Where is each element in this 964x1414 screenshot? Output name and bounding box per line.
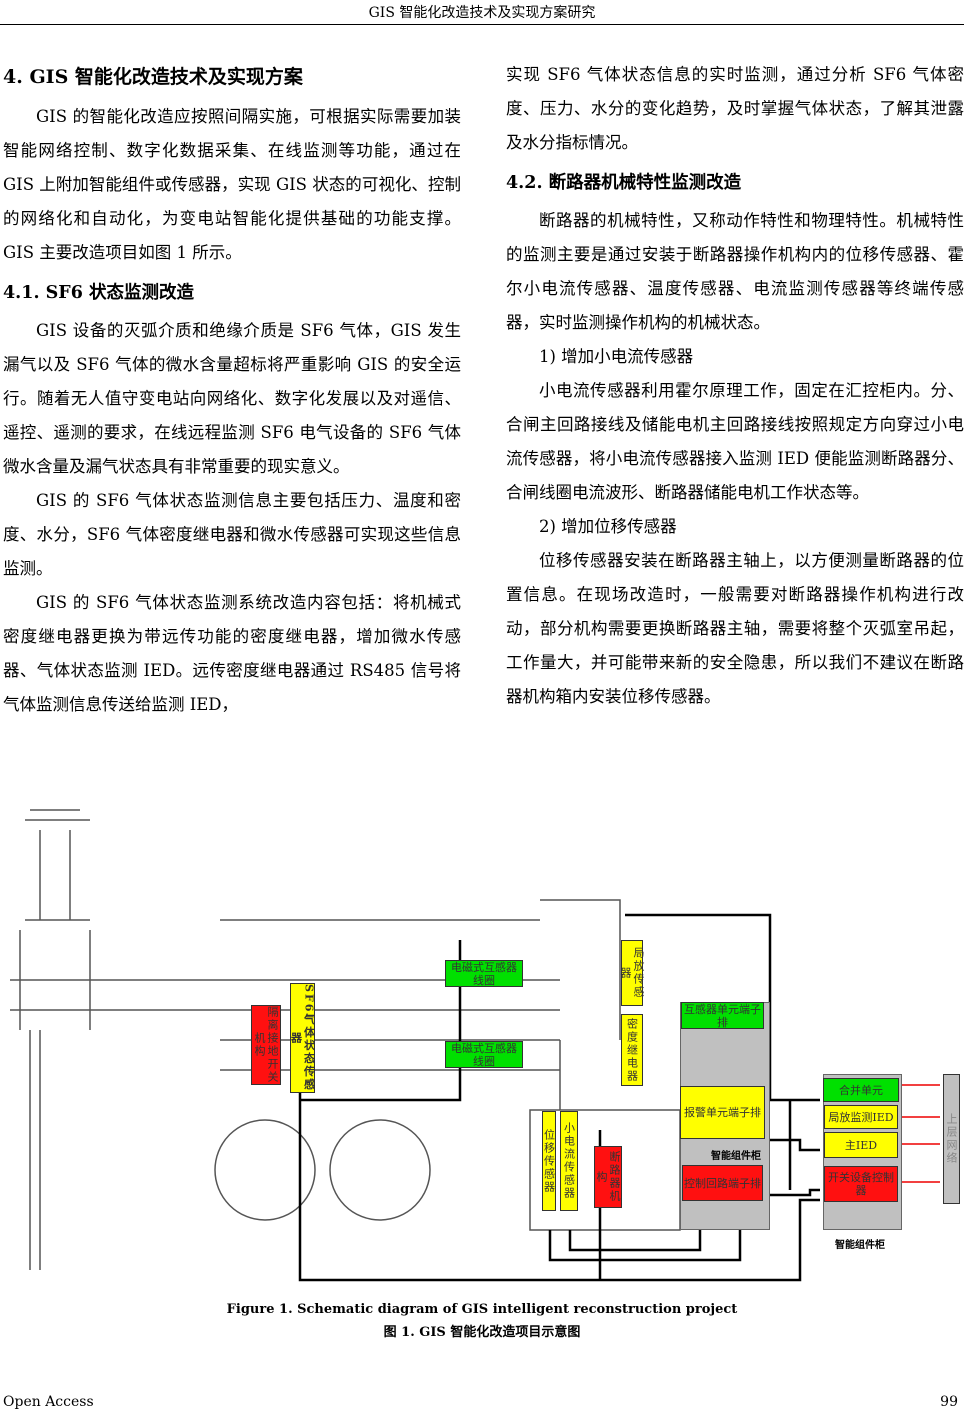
coil-box-1: 电磁式互感器线圈 <box>445 960 523 987</box>
paragraph: GIS 的智能化改造应按照间隔实施，可根据实际需要加装智能网络控制、数字化数据采… <box>3 107 461 262</box>
control-terminal-box: 控制回路端子排 <box>682 1165 763 1201</box>
section-heading-4-2: 4.2. 断路器机械特性监测改造 <box>506 173 742 193</box>
ct-terminal-box: 互感器单元端子排 <box>681 1002 764 1029</box>
section-heading-4-1: 4.1. SF6 状态监测改造 <box>3 283 194 303</box>
coil-box-2: 电磁式互感器线圈 <box>445 1041 523 1068</box>
paragraph: GIS 的 SF6 气体状态监测系统改造内容包括：将机械式密度继电器更换为带远传… <box>3 593 461 714</box>
pd-ied-box: 局放监测IED <box>824 1105 898 1129</box>
density-relay-box: 密度继电器 <box>621 1014 643 1086</box>
cabinet-1-label: 智能组件柜 <box>711 1151 761 1162</box>
switch-controller-box: 开关设备控制器 <box>824 1166 898 1202</box>
merge-unit-box: 合并单元 <box>823 1078 899 1102</box>
breaker-mechanism-box: 断路器机构 <box>594 1146 622 1208</box>
upper-network-box: 上层网络 <box>943 1074 960 1204</box>
gis-schematic-drawing <box>10 809 940 1282</box>
paragraph: 实现 SF6 气体状态信息的实时监测，通过分析 SF6 气体密度、压力、水分的变… <box>506 65 964 152</box>
current-sensor-box: 小电流传感器 <box>560 1111 578 1211</box>
pd-sensor-box: 局放传感器 <box>619 940 645 1006</box>
main-ied-box: 主IED <box>824 1132 898 1158</box>
alarm-terminal-box: 报警单元端子排 <box>680 1086 765 1139</box>
section-heading-4: 4. GIS 智能化改造技术及实现方案 <box>3 66 303 88</box>
list-item: 1) 增加小电流传感器 <box>539 347 694 366</box>
paragraph: 位移传感器安装在断路器主轴上，以方便测量断路器的位置信息。在现场改造时，一般需要… <box>506 551 964 706</box>
running-header: GIS 智能化改造技术及实现方案研究 <box>368 5 596 21</box>
paragraph: GIS 设备的灭弧介质和绝缘介质是 SF6 气体，GIS 发生漏气以及 SF6 … <box>3 321 461 476</box>
right-column: 实现 SF6 气体状态信息的实时监测，通过分析 SF6 气体密度、压力、水分的变… <box>506 58 964 714</box>
paragraph: 断路器的机械特性，又称动作特性和物理特性。机械特性的监测主要是通过安装于断路器操… <box>506 211 964 332</box>
figure-caption-cn: 图 1. GIS 智能化改造项目示意图 <box>383 1325 581 1340</box>
header-rule <box>0 24 964 25</box>
left-column: 4. GIS 智能化改造技术及实现方案 GIS 的智能化改造应按照间隔实施，可根… <box>3 52 461 722</box>
cabinet-2-label: 智能组件柜 <box>835 1240 885 1251</box>
page-number: 99 <box>940 1394 958 1410</box>
footer-open-access: Open Access <box>3 1394 94 1410</box>
figure-caption-en: Figure 1. Schematic diagram of GIS intel… <box>226 1302 738 1317</box>
list-item: 2) 增加位移传感器 <box>539 517 677 536</box>
sf6-sensor-box: SF6气体状态传感器 <box>289 983 316 1093</box>
paragraph: GIS 的 SF6 气体状态监测信息主要包括压力、温度和密度、水分，SF6 气体… <box>3 491 461 578</box>
disconnector-mechanism-box: 隔离接地开关机构 <box>251 1005 281 1085</box>
paragraph: 小电流传感器利用霍尔原理工作，固定在汇控柜内。分、合闸主回路接线及储能电机主回路… <box>506 381 964 502</box>
displacement-sensor-box: 位移传感器 <box>542 1111 556 1211</box>
